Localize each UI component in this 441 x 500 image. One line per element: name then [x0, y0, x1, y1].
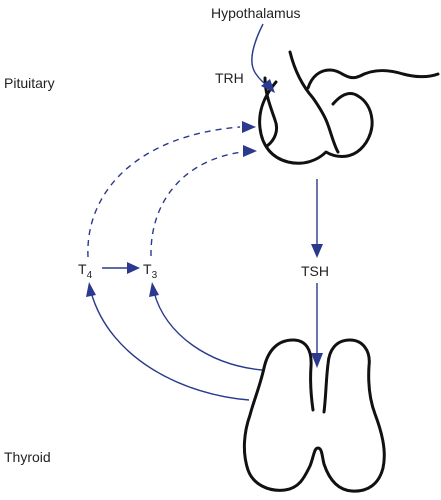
hypothalamus-label: Hypothalamus: [211, 5, 301, 21]
pituitary-label: Pituitary: [4, 75, 55, 91]
t4-feedback-arrow: [87, 126, 241, 258]
thyroid-to-t3-arrowhead: [149, 282, 159, 297]
trh-arrowhead: [261, 79, 275, 93]
t3-label: T3: [143, 261, 158, 281]
tsh-arrowhead-upper: [311, 244, 323, 258]
hypothalamus-extension-outline: [306, 68, 440, 90]
t3-feedback-arrowhead: [243, 145, 257, 157]
t3-feedback-arrow: [150, 151, 243, 257]
t4-label-subscript: 4: [87, 270, 93, 281]
thyroid-label: Thyroid: [4, 449, 51, 465]
t4-to-t3-arrowhead: [127, 262, 140, 274]
t3-label-base: T: [143, 261, 152, 277]
t4-label-base: T: [78, 261, 87, 277]
pituitary-gland-outline: [258, 80, 374, 165]
trh-label: TRH: [215, 70, 244, 86]
thyroid-to-t3-arrow: [153, 291, 263, 371]
tsh-label: TSH: [301, 263, 329, 279]
tsh-arrowhead-lower: [311, 353, 323, 368]
t4-label: T4: [78, 261, 93, 281]
thyroid-to-t4-arrow: [90, 291, 250, 401]
hypothalamus-outline: [263, 50, 340, 154]
thyroid-to-t4-arrowhead: [86, 282, 96, 297]
t4-feedback-arrowhead: [242, 121, 256, 133]
thyroid-gland-outline: [242, 338, 386, 493]
t3-label-subscript: 3: [152, 270, 158, 281]
